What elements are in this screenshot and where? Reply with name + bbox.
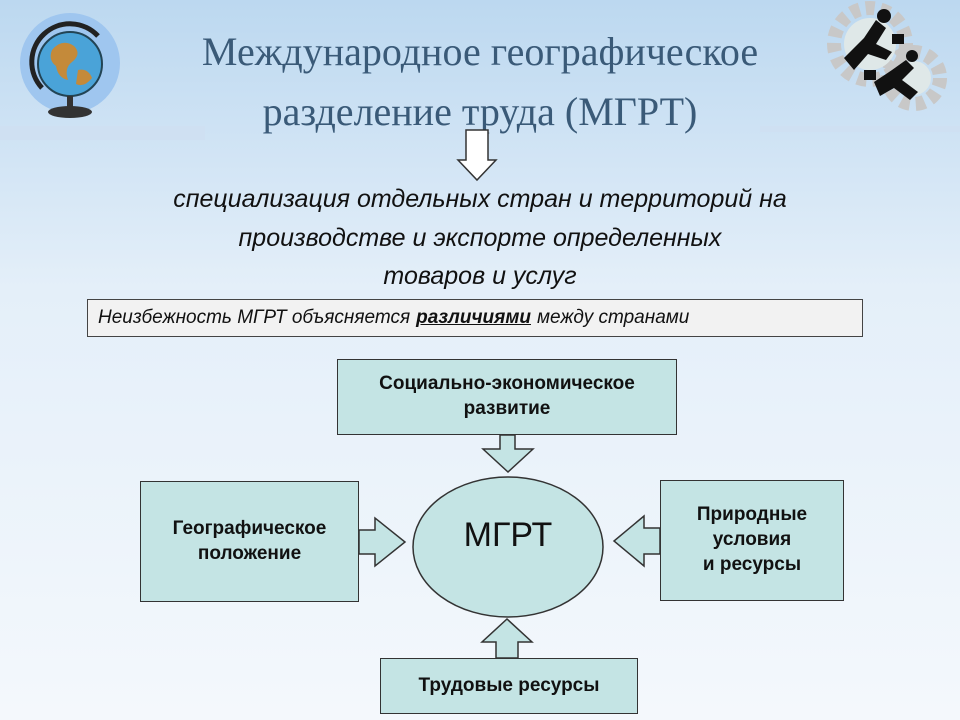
title-down-arrow xyxy=(456,129,498,182)
factor-box-natural: Природные условия и ресурсы xyxy=(660,480,844,601)
business-gears-icon xyxy=(814,0,960,115)
page-title-line1: Международное географическое xyxy=(201,29,759,74)
note-text-before: Неизбежность МГРТ объясняется xyxy=(98,307,411,328)
definition-line2: производстве и экспорте определенных xyxy=(238,224,722,252)
note-emphasis: различиями xyxy=(416,307,531,328)
definition-line3: товаров и услуг xyxy=(383,262,577,290)
arrow-top xyxy=(481,434,535,474)
factor-box-socioeconomic: Социально-экономическое развитие xyxy=(337,359,677,435)
center-ellipse xyxy=(412,476,604,618)
factor-box-geographic: Географическое положение xyxy=(140,481,359,602)
factor-natural-line1: Природные xyxy=(696,504,808,526)
note-box: Неизбежность МГРТ объясняется различиями… xyxy=(87,299,863,337)
factor-geographic-line1: Географическое xyxy=(172,517,327,539)
factor-natural-line3: и ресурсы xyxy=(702,553,802,575)
factor-socioeconomic-line1: Социально-экономическое xyxy=(379,373,635,395)
header-stripe-left xyxy=(0,126,205,140)
note-text-after: между странами xyxy=(536,307,690,328)
factor-box-labor: Трудовые ресурсы xyxy=(380,658,638,714)
center-label: МГРТ xyxy=(463,516,553,554)
arrow-right xyxy=(612,514,661,568)
factor-geographic-line2: положение xyxy=(197,542,302,564)
factor-labor-line1: Трудовые ресурсы xyxy=(418,674,600,696)
definition-line1: специализация отдельных стран и территор… xyxy=(173,185,787,213)
globe-icon xyxy=(12,8,122,123)
factor-socioeconomic-line2: развитие xyxy=(463,398,551,419)
arrow-bottom xyxy=(480,617,534,659)
page-title-line2: разделение труда (МГРТ) xyxy=(262,89,698,134)
header-stripe-right xyxy=(760,126,960,132)
factor-natural-line2: условия xyxy=(712,529,792,551)
arrow-left xyxy=(358,516,407,568)
